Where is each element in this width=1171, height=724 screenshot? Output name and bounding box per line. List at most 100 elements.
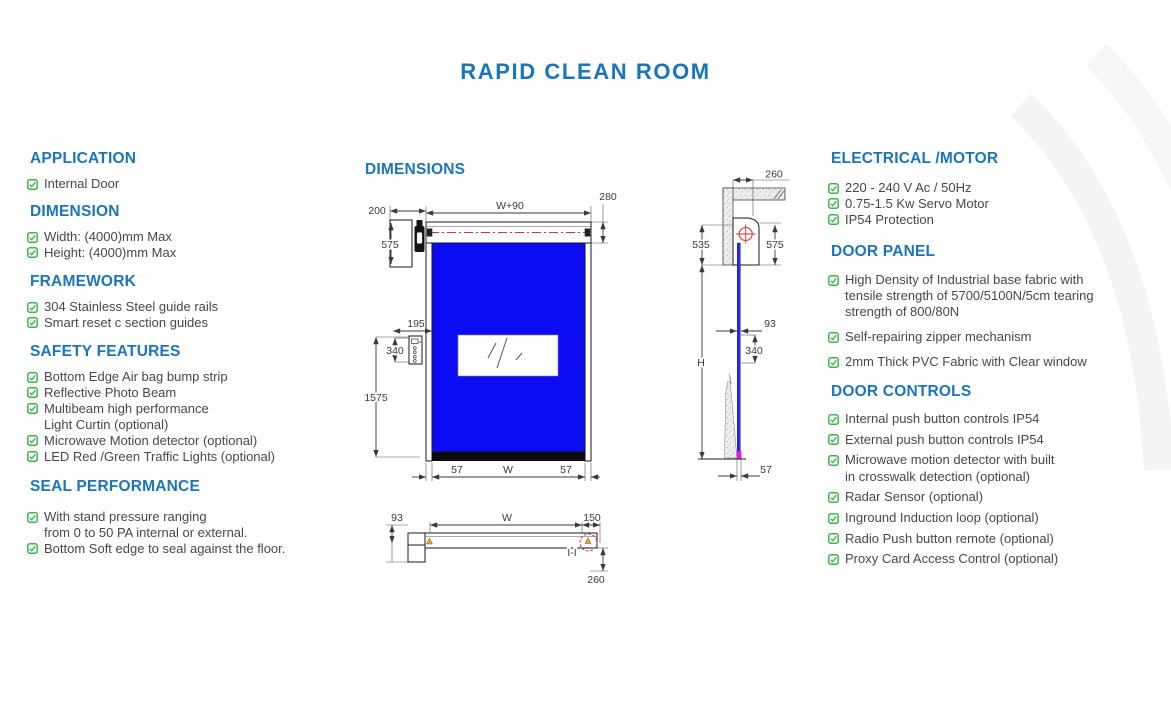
check-square-icon bbox=[828, 198, 839, 210]
dim-label-plan-w: W bbox=[502, 512, 512, 524]
dim-label-side-535: 535 bbox=[692, 239, 710, 251]
section-heading: DOOR PANEL bbox=[831, 243, 936, 260]
check-square-icon bbox=[828, 454, 839, 466]
check-square-icon bbox=[27, 543, 38, 555]
spec-item-line: Internal Door bbox=[44, 176, 120, 191]
spec-item: LED Red /Green Traffic Lights (optional) bbox=[27, 449, 357, 465]
spec-item-line: 0.75-1.5 Kw Servo Motor bbox=[845, 195, 989, 211]
spec-item-line: Radar Sensor (optional) bbox=[845, 489, 984, 505]
spec-item-line: 220 - 240 V Ac / 50Hz bbox=[845, 180, 972, 195]
section-door-panel: DOOR PANEL High Density of Industrial ba… bbox=[828, 243, 1158, 379]
check-square-icon bbox=[27, 387, 38, 399]
spec-item-line: Bottom Edge Air bag bump strip bbox=[44, 369, 228, 384]
dim-label-plan-section: I-I bbox=[567, 547, 576, 559]
dimensions-heading: DIMENSIONS bbox=[365, 161, 466, 178]
spec-item-line: High Density of Industrial base fabric w… bbox=[845, 272, 1084, 287]
spec-item-line: Microwave Motion detector (optional) bbox=[44, 432, 258, 448]
spec-item-line: External push button controls IP54 bbox=[845, 431, 1044, 447]
spec-item: Radio Push button remote (optional) bbox=[828, 531, 1158, 547]
dim-label-front-w: W bbox=[503, 464, 513, 476]
spec-item-line: from 0 to 50 PA internal or external. bbox=[44, 524, 248, 540]
section-dimension: DIMENSION Width: (4000)mm Max Height: (4… bbox=[27, 203, 357, 261]
spec-item-line: Microwave motion detector with built bbox=[845, 452, 1055, 468]
spec-item: Inground Induction loop (optional) bbox=[828, 510, 1158, 526]
dimensions-diagram: 200 W+90 280 575 bbox=[363, 170, 790, 588]
spec-item: High Density of Industrial base fabric w… bbox=[828, 272, 1158, 320]
spec-item: Microwave motion detector with built in … bbox=[828, 452, 1158, 484]
spec-item: Microwave Motion detector (optional) bbox=[27, 433, 357, 449]
spec-item-line: LED Red /Green Traffic Lights (optional) bbox=[44, 448, 275, 464]
spec-item: External push button controls IP54 bbox=[828, 432, 1158, 448]
spec-item-line: strength of 800/80N bbox=[845, 304, 960, 319]
section-safety-features: SAFETY FEATURES Bottom Edge Air bag bump… bbox=[27, 343, 357, 464]
spec-item-line: Bottom Soft edge to seal against the flo… bbox=[44, 540, 286, 556]
check-square-icon bbox=[828, 491, 839, 503]
spec-item: Height: (4000)mm Max bbox=[27, 245, 357, 261]
spec-item-line: Proxy Card Access Control (optional) bbox=[845, 551, 1059, 567]
check-square-icon bbox=[27, 301, 38, 313]
dim-label-side-57: 57 bbox=[760, 464, 772, 476]
dim-label-side-93: 93 bbox=[764, 318, 776, 330]
spec-item: Self-repairing zipper mechanism bbox=[828, 329, 1158, 345]
spec-item-line: Inground Induction loop (optional) bbox=[845, 510, 1039, 526]
spec-item-line: IP54 Protection bbox=[845, 211, 934, 227]
spec-item: Smart reset c section guides bbox=[27, 315, 357, 331]
section-heading: FRAMEWORK bbox=[30, 273, 136, 290]
dim-label-side-h: H bbox=[697, 357, 705, 369]
dim-label-plan-93: 93 bbox=[391, 512, 403, 524]
spec-item: 220 - 240 V Ac / 50Hz bbox=[828, 180, 1158, 196]
spec-item-line: Reflective Photo Beam bbox=[44, 384, 177, 400]
check-square-icon bbox=[27, 317, 38, 329]
dim-label-plan-260: 260 bbox=[587, 574, 605, 586]
check-square-icon bbox=[27, 231, 38, 243]
spec-item-line: Internal push button controls IP54 bbox=[845, 411, 1040, 426]
spec-item-line: in crosswalk detection (optional) bbox=[845, 468, 1030, 484]
spec-item: 2mm Thick PVC Fabric with Clear window bbox=[828, 354, 1158, 370]
spec-item: Internal push button controls IP54 bbox=[828, 411, 1158, 427]
spec-item: Bottom Soft edge to seal against the flo… bbox=[27, 541, 357, 557]
page-title: RAPID CLEAN ROOM bbox=[460, 59, 711, 84]
check-square-icon bbox=[828, 553, 839, 565]
section-heading: DOOR CONTROLS bbox=[831, 383, 972, 400]
spec-item: 304 Stainless Steel guide rails bbox=[27, 299, 357, 315]
check-square-icon bbox=[27, 371, 38, 383]
section-electrical-motor: ELECTRICAL /MOTOR 220 - 240 V Ac / 50Hz … bbox=[828, 150, 1158, 228]
dim-label-plan-150: 150 bbox=[583, 512, 601, 524]
dim-label-front-195: 195 bbox=[407, 318, 425, 330]
section-heading: APPLICATION bbox=[30, 150, 137, 167]
spec-item-line: 2mm Thick PVC Fabric with Clear window bbox=[845, 354, 1087, 369]
spec-item-line: tensile strength of 5700/5100N/5cm teari… bbox=[845, 288, 1094, 303]
spec-item: With stand pressure ranging from 0 to 50… bbox=[27, 509, 357, 541]
dim-label-side-340: 340 bbox=[745, 345, 763, 357]
plan-view: 93 W 150 I-I bbox=[386, 511, 608, 588]
side-view: 260 535 575 bbox=[691, 170, 790, 481]
spec-item: Proxy Card Access Control (optional) bbox=[828, 551, 1158, 567]
dim-label-side-575: 575 bbox=[766, 239, 784, 251]
section-application: APPLICATION Internal Door bbox=[27, 150, 357, 192]
check-square-icon bbox=[27, 511, 38, 523]
check-square-icon bbox=[27, 403, 38, 415]
dim-label-front-200: 200 bbox=[368, 205, 386, 217]
check-square-icon bbox=[27, 247, 38, 259]
check-square-icon bbox=[828, 182, 839, 194]
dim-label-front-340: 340 bbox=[386, 345, 404, 357]
spec-item: Reflective Photo Beam bbox=[27, 385, 357, 401]
check-square-icon bbox=[828, 413, 839, 425]
dim-label-front-w90: W+90 bbox=[496, 200, 524, 212]
section-heading: DIMENSION bbox=[30, 203, 120, 220]
watermark-arc bbox=[1010, 44, 1171, 471]
spec-item: 0.75-1.5 Kw Servo Motor bbox=[828, 196, 1158, 212]
check-square-icon bbox=[828, 331, 839, 343]
spec-item-line: Width: (4000)mm Max bbox=[44, 229, 172, 244]
dim-label-front-57-right: 57 bbox=[560, 464, 572, 476]
dim-label-front-575: 575 bbox=[381, 239, 399, 251]
spec-item: Multibeam high performance Light Curtin … bbox=[27, 401, 357, 433]
dim-label-front-280: 280 bbox=[599, 191, 617, 203]
front-view: 200 W+90 280 575 bbox=[363, 190, 618, 481]
spec-item: Width: (4000)mm Max bbox=[27, 229, 357, 245]
check-square-icon bbox=[27, 178, 38, 190]
check-square-icon bbox=[828, 274, 839, 286]
spec-item: Bottom Edge Air bag bump strip bbox=[27, 369, 357, 385]
spec-item: IP54 Protection bbox=[828, 212, 1158, 228]
